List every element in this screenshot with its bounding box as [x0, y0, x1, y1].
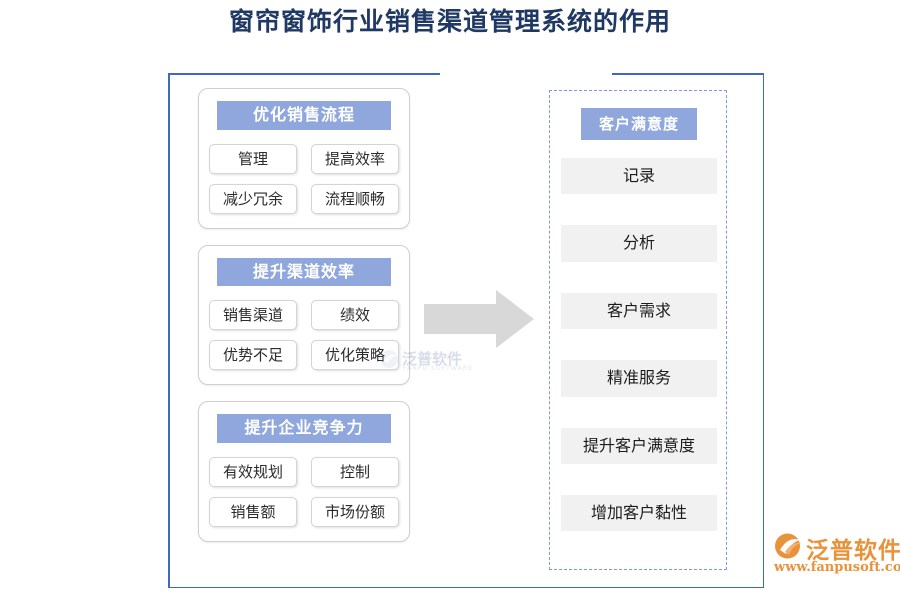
chip[interactable]: 优化策略	[311, 340, 399, 371]
chip[interactable]: 有效规划	[209, 456, 297, 487]
chip[interactable]: 提高效率	[311, 143, 399, 174]
chip[interactable]: 控制	[311, 456, 399, 487]
frame-bottom-edge	[168, 586, 764, 588]
chip-row: 优势不足 优化策略	[209, 340, 399, 371]
list-item-reflection: 增加客户黏性	[561, 531, 717, 547]
chip[interactable]: 绩效	[311, 300, 399, 331]
group-header: 优化销售流程	[217, 101, 391, 130]
brand-url: www.fanpusoft.com	[774, 560, 900, 575]
chip-row: 销售额 市场份额	[209, 496, 399, 527]
chip[interactable]: 销售渠道	[209, 300, 297, 331]
chip[interactable]: 优势不足	[209, 340, 297, 371]
group-header: 提升渠道效率	[217, 257, 391, 287]
list-item[interactable]: 精准服务 精准服务	[561, 360, 717, 412]
chip[interactable]: 管理	[209, 143, 297, 174]
chip[interactable]: 销售额	[209, 496, 297, 527]
frame-right-edge	[762, 73, 764, 588]
list-item-label: 客户需求	[561, 292, 717, 330]
page-title: 窗帘窗饰行业销售渠道管理系统的作用	[228, 7, 671, 36]
brand-logo: 泛普软件 www.fanpusoft.com	[772, 530, 900, 582]
frame-top-left-segment	[168, 73, 440, 75]
group-card-boost-competitiveness: 提升企业竞争力 有效规划 控制 销售额 市场份额	[198, 401, 410, 542]
group-header: 提升企业竞争力	[217, 414, 391, 443]
chip[interactable]: 市场份额	[311, 496, 399, 527]
watermark-sub: FANPU SOFTWARE	[403, 365, 474, 372]
frame-top-right-segment	[612, 73, 764, 75]
list-item-reflection: 精准服务	[561, 397, 717, 413]
right-panel-list: 记录 记录 分析 分析 客户需求 客户需求 精准服务 精准服务 提升客户满意度	[561, 158, 717, 562]
fanpu-logo-icon	[380, 350, 398, 368]
list-item-reflection: 提升客户满意度	[561, 464, 717, 480]
list-item-reflection: 分析	[561, 262, 717, 278]
outer-frame	[168, 73, 764, 588]
brand-name: 泛普软件	[806, 538, 900, 564]
right-panel: 客户满意度 记录 记录 分析 分析 客户需求 客户需求 精准服务 精准服务	[549, 90, 727, 570]
left-column: 优化销售流程 管理 提高效率 减少冗余 流程顺畅 提升渠道效率 销售渠道 绩效 …	[198, 88, 410, 558]
group-card-improve-channel-efficiency: 提升渠道效率 销售渠道 绩效 优势不足 优化策略	[198, 244, 410, 386]
frame-left-edge	[168, 73, 170, 588]
list-item-label: 分析	[561, 225, 717, 262]
list-item-label: 提升客户满意度	[561, 427, 717, 464]
list-item-reflection: 客户需求	[561, 329, 717, 345]
group-card-optimize-sales-process: 优化销售流程 管理 提高效率 减少冗余 流程顺畅	[198, 88, 410, 229]
list-item[interactable]: 增加客户黏性 增加客户黏性	[561, 494, 717, 547]
list-item-reflection: 记录	[561, 194, 717, 210]
chip-row: 管理 提高效率	[209, 143, 399, 174]
list-item[interactable]: 客户需求 客户需求	[561, 292, 717, 345]
fanpu-logo-icon	[775, 533, 801, 559]
list-item[interactable]: 提升客户满意度 提升客户满意度	[561, 427, 717, 480]
list-item[interactable]: 记录 记录	[561, 158, 717, 210]
center-watermark: 泛普软件 FANPU SOFTWARE	[378, 348, 472, 378]
chip-row: 销售渠道 绩效	[209, 300, 399, 331]
chip[interactable]: 流程顺畅	[311, 183, 399, 214]
list-item-label: 记录	[561, 158, 717, 195]
list-item-label: 增加客户黏性	[561, 494, 717, 532]
list-item[interactable]: 分析 分析	[561, 225, 717, 277]
right-arrow-icon	[424, 290, 534, 348]
right-panel-header: 客户满意度	[581, 108, 697, 140]
chip-row: 减少冗余 流程顺畅	[209, 183, 399, 214]
watermark-name: 泛普软件	[402, 350, 463, 368]
chip[interactable]: 减少冗余	[209, 183, 297, 214]
chip-row: 有效规划 控制	[209, 456, 399, 487]
list-item-label: 精准服务	[561, 360, 717, 397]
